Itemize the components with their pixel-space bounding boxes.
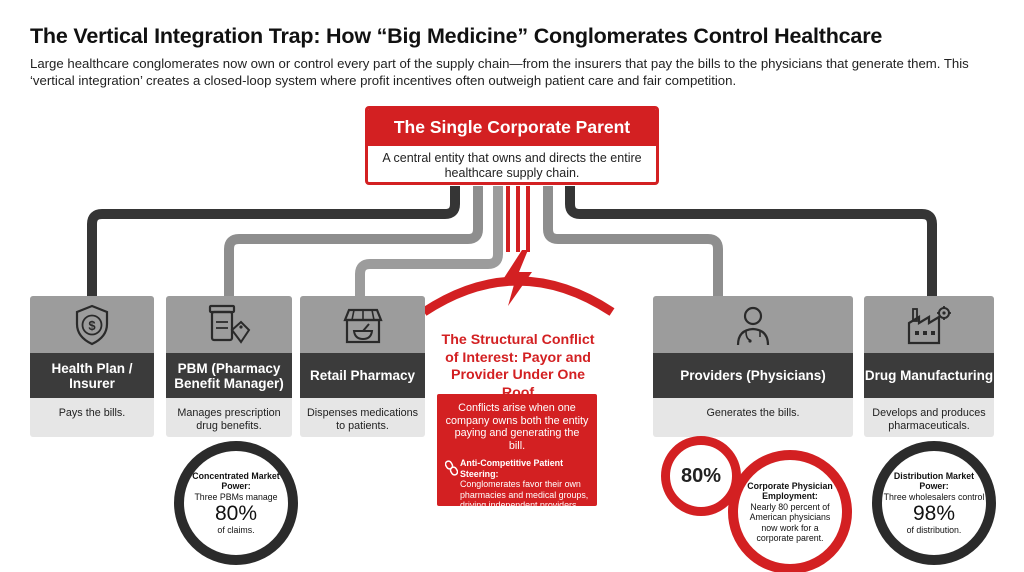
pbm-stat-label: Concentrated Market Power: bbox=[192, 470, 280, 492]
card-manufacturing-description: Develops and produces pharmaceuticals. bbox=[872, 407, 986, 432]
card-providers-title: Providers (Physicians) bbox=[653, 353, 853, 398]
steering-label: Anti-Competitive Patient Steering: bbox=[460, 458, 564, 479]
doctor-icon bbox=[653, 296, 853, 353]
shield-dollar-icon: $ bbox=[30, 296, 154, 353]
card-insurer-description: Pays the bills. bbox=[58, 407, 126, 419]
pill-bottle-price-tag-icon bbox=[166, 296, 292, 353]
card-pbm-title: PBM (Pharmacy Benefit Manager) bbox=[166, 353, 292, 398]
pbm-stat-value: 80% bbox=[214, 502, 258, 525]
corporate-parent-box: The Single Corporate Parent A central en… bbox=[365, 106, 659, 185]
card-insurer: $ Health Plan / Insurer Pays the bills. bbox=[30, 296, 154, 437]
manufacturing-stat-value: 98% bbox=[912, 502, 956, 525]
broken-chain-icon bbox=[444, 458, 460, 521]
connector-providers bbox=[543, 186, 723, 296]
pbm-stat-gauge: Concentrated Market Power: Three PBMs ma… bbox=[174, 441, 298, 565]
card-providers-description: Generates the bills. bbox=[706, 407, 800, 419]
lightning-bolt-icon bbox=[502, 250, 532, 306]
manufacturing-stat-label: Distribution Market Power: bbox=[893, 470, 975, 492]
card-insurer-title: Health Plan / Insurer bbox=[30, 353, 154, 398]
connector-manufacturing bbox=[565, 186, 937, 296]
page-title: The Vertical Integration Trap: How “Big … bbox=[30, 24, 883, 48]
pbm-stat-text: Three PBMs manage bbox=[194, 491, 278, 502]
card-pharmacy: Retail Pharmacy Dispenses medications to… bbox=[300, 296, 425, 437]
steering-text: Conglomerates favor their own pharmacies… bbox=[460, 479, 589, 521]
card-pharmacy-description: Dispenses medications to patients. bbox=[306, 407, 419, 432]
manufacturing-stat-gauge: Distribution Market Power: Three wholesa… bbox=[872, 441, 996, 565]
providers-stat-label: Corporate Physician Employment: bbox=[747, 480, 833, 502]
card-providers: Providers (Physicians) Generates the bil… bbox=[653, 296, 853, 437]
connector-insurer bbox=[87, 186, 460, 296]
corporate-parent-title: The Single Corporate Parent bbox=[368, 109, 656, 146]
svg-text:$: $ bbox=[88, 318, 96, 333]
conflict-description: Conflicts arise when one company owns bo… bbox=[445, 402, 589, 452]
page-subtitle: Large healthcare conglomerates now own o… bbox=[30, 56, 969, 88]
providers-stat-gauge: Corporate Physician Employment: Nearly 8… bbox=[728, 450, 852, 572]
providers-stat-text: Nearly 80 percent of American physicians… bbox=[749, 501, 831, 544]
conflict-box: Conflicts arise when one company owns bo… bbox=[437, 394, 597, 521]
card-pharmacy-title: Retail Pharmacy bbox=[300, 353, 425, 398]
pbm-stat-suffix: of claims. bbox=[217, 525, 255, 535]
connector-pharmacy bbox=[355, 186, 503, 296]
steering-note: Anti-Competitive Patient Steering: Congl… bbox=[444, 458, 589, 521]
card-pbm: PBM (Pharmacy Benefit Manager) Manages p… bbox=[166, 296, 292, 437]
manufacturing-stat-text: Three wholesalers control bbox=[883, 491, 985, 502]
storefront-mortar-pestle-icon bbox=[300, 296, 425, 353]
corporate-parent-description: A central entity that owns and directs t… bbox=[382, 151, 642, 180]
conflict-title: The Structural Conflict of Interest: Pay… bbox=[441, 332, 595, 401]
connector-pbm bbox=[224, 186, 483, 296]
card-manufacturing: Drug Manufacturing Develops and produces… bbox=[864, 296, 994, 437]
providers-stat-value: 80% bbox=[661, 436, 741, 516]
card-pbm-description: Manages prescription drug benefits. bbox=[177, 407, 281, 432]
card-manufacturing-title: Drug Manufacturing bbox=[864, 353, 994, 398]
manufacturing-stat-suffix: of distribution. bbox=[906, 525, 962, 535]
factory-gear-icon bbox=[864, 296, 994, 353]
